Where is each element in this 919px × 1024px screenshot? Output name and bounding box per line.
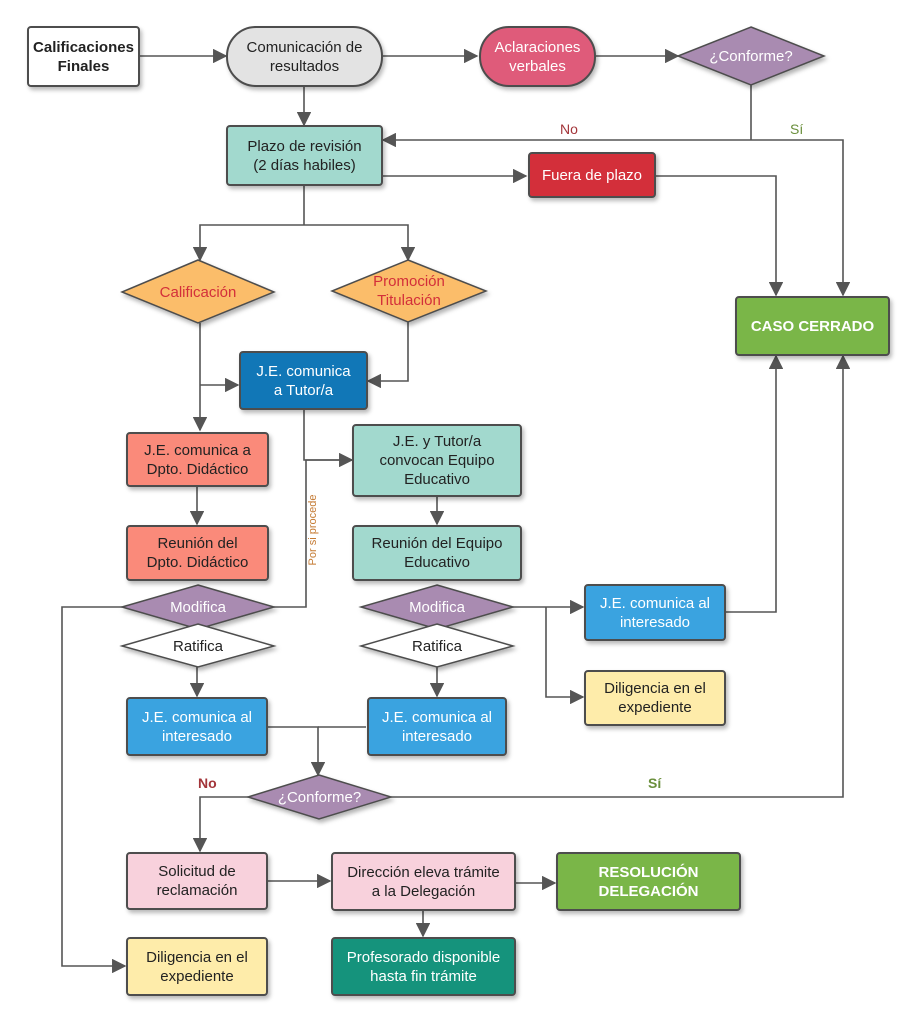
no-top-label: No <box>560 121 578 137</box>
connector <box>726 354 784 613</box>
connector <box>545 607 585 705</box>
modifica-left-diamond <box>119 584 277 630</box>
connector <box>303 410 354 468</box>
conforme-bottom-diamond <box>245 774 394 820</box>
calificaciones-finales-box: Calificaciones Finales <box>27 26 140 87</box>
je-comunica-interesado-right-box: J.E. comunica al interesado <box>584 584 726 641</box>
ratifica-left-diamond <box>119 623 277 668</box>
si-bottom-label: Sí <box>648 775 662 791</box>
direccion-eleva-box: Dirección eleva trámite a la Delegación <box>331 852 516 911</box>
fuera-plazo-box: Fuera de plazo <box>528 152 656 198</box>
no-bottom-label: No <box>198 775 217 791</box>
connector-si <box>391 354 851 798</box>
connector <box>656 175 784 297</box>
connector <box>304 224 416 262</box>
connector <box>268 726 326 777</box>
si-top-label: Sí <box>790 121 804 137</box>
promocion-titulacion-diamond <box>330 259 489 323</box>
por-si-procede-label: Por si procede <box>307 494 319 566</box>
ratifica-right-diamond <box>358 623 516 668</box>
connector <box>192 224 304 262</box>
je-comunica-interesado-mid-box: J.E. comunica al interesado <box>367 697 507 756</box>
modifica-right-diamond <box>358 584 516 630</box>
resolucion-delegacion-box: RESOLUCIÓN DELEGACIÓN <box>556 852 741 911</box>
calificacion-diamond <box>120 259 276 324</box>
je-tutor-convocan-box: J.E. y Tutor/a convocan Equipo Educativo <box>352 424 522 497</box>
comunicacion-resultados-box: Comunicación de resultados <box>226 26 383 87</box>
caso-cerrado-box: CASO CERRADO <box>735 296 890 356</box>
connector <box>366 320 409 389</box>
reunion-dpto-box: Reunión del Dpto. Didáctico <box>126 525 269 581</box>
connector-no <box>192 796 248 853</box>
je-comunica-interesado-left-box: J.E. comunica al interesado <box>126 697 268 756</box>
connector-si <box>751 139 851 297</box>
solicitud-reclamacion-box: Solicitud de reclamación <box>126 852 268 910</box>
aclaraciones-verbales-box: Aclaraciones verbales <box>479 26 596 87</box>
je-comunica-dpto-box: J.E. comunica a Dpto. Didáctico <box>126 432 269 487</box>
diligencia-right-box: Diligencia en el expediente <box>584 670 726 726</box>
diligencia-left-box: Diligencia en el expediente <box>126 937 268 996</box>
conforme-top-diamond <box>675 26 827 86</box>
connector <box>61 606 127 974</box>
connector-por-si-procede <box>274 459 352 608</box>
je-comunica-tutor-box: J.E. comunica a Tutor/a <box>239 351 368 410</box>
profesorado-disponible-box: Profesorado disponible hasta fin trámite <box>331 937 516 996</box>
plazo-revision-box: Plazo de revisión (2 días habiles) <box>226 125 383 186</box>
reunion-equipo-box: Reunión del Equipo Educativo <box>352 525 522 581</box>
